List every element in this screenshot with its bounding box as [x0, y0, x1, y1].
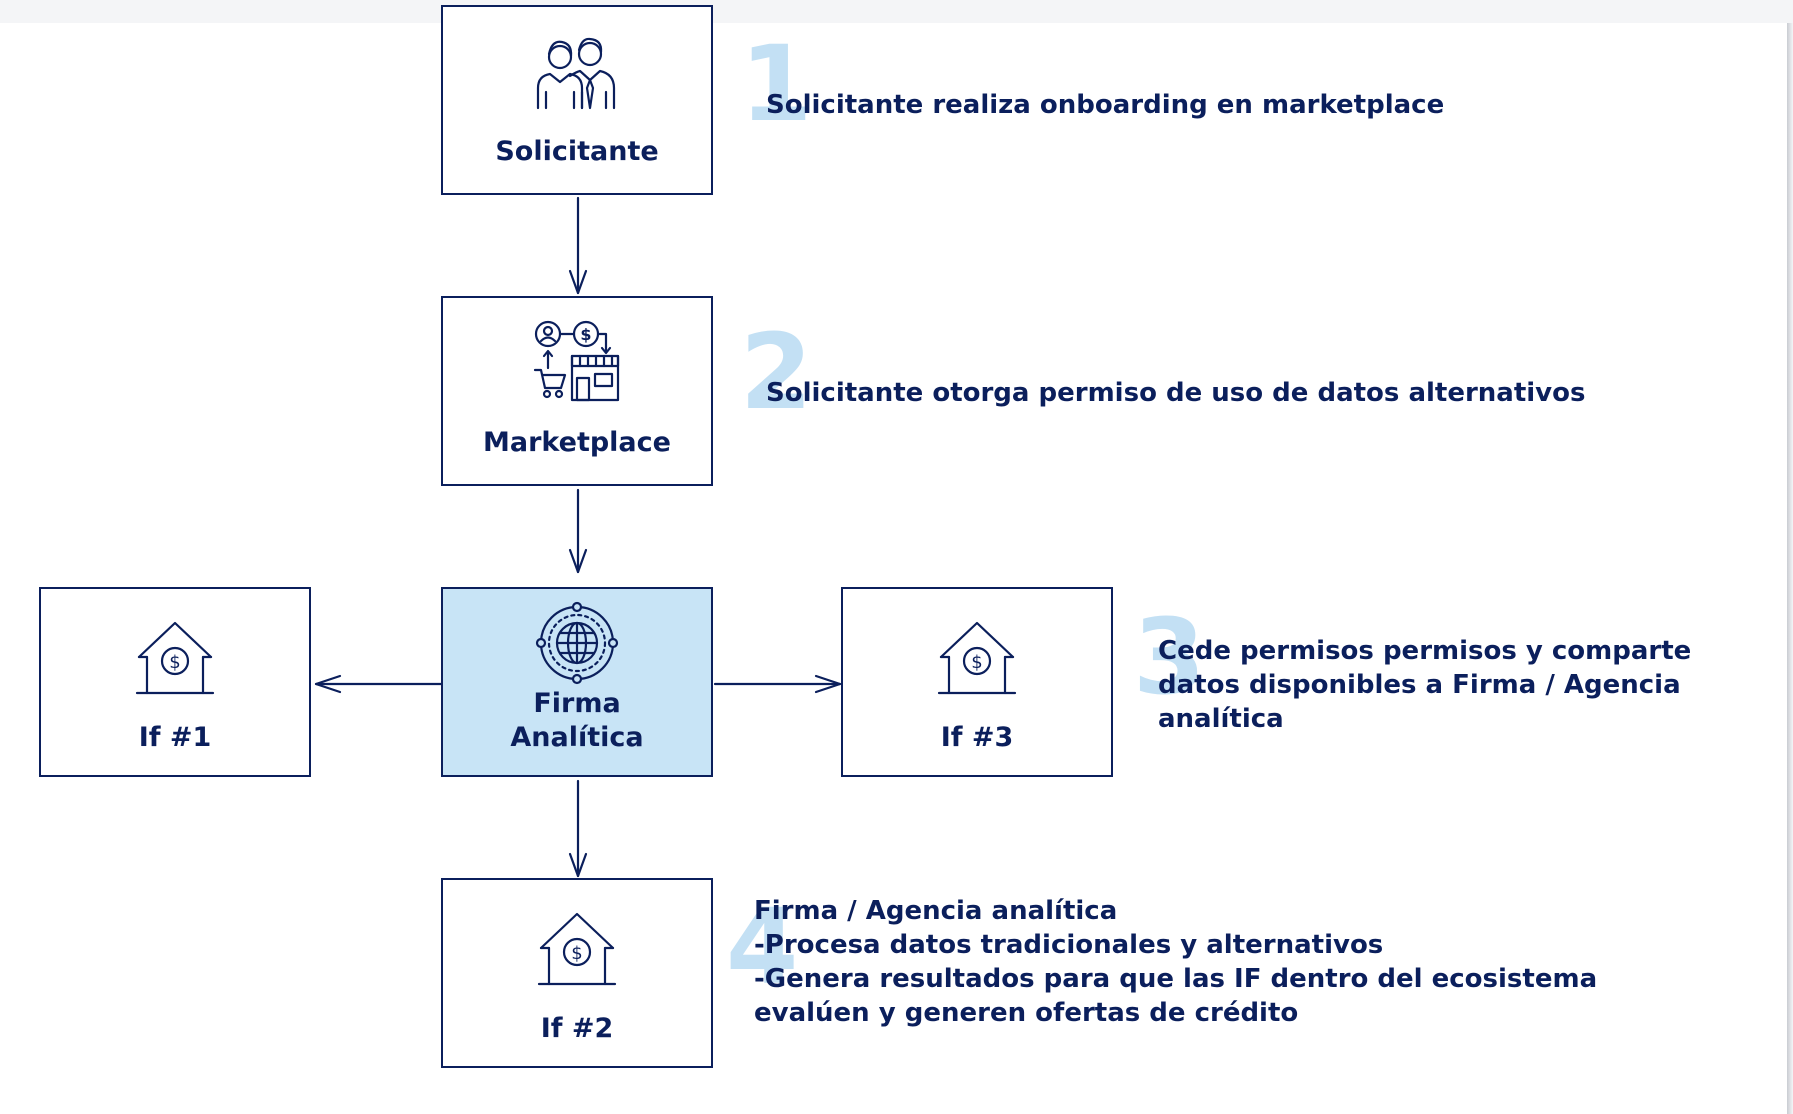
two-people-icon [536, 37, 616, 110]
node-marketplace: $ Marketplace [441, 296, 713, 486]
step-text: Firma / Agencia analítica -Procesa datos… [754, 896, 1598, 1028]
svg-text:$: $ [169, 652, 180, 673]
house-dollar-icon: $ [937, 621, 1017, 695]
node-label-marketplace: Marketplace [483, 427, 671, 458]
node-label-solicitante: Solicitante [495, 136, 659, 167]
step-text: Solicitante realiza onboarding en market… [766, 90, 1445, 120]
arrow-marketplace-to-firma [568, 488, 588, 574]
node-label-if-3: If #3 [940, 722, 1014, 753]
node-firma-analitica: Firma Analítica [441, 587, 713, 777]
globe-analytics-icon [535, 601, 619, 685]
arrow-solicitante-to-marketplace [568, 196, 588, 295]
step-number: 1 [740, 23, 813, 145]
node-label-if-2: If #2 [540, 1013, 614, 1044]
house-dollar-icon: $ [135, 621, 215, 695]
step-number: 3 [1133, 596, 1206, 718]
diagram-background [0, 23, 1787, 1114]
step-number: 2 [740, 311, 813, 433]
arrow-firma-to-if1 [314, 674, 443, 694]
house-dollar-icon: $ [537, 912, 617, 986]
svg-text:$: $ [571, 943, 582, 964]
step-number: 4 [726, 886, 799, 1008]
node-if-1: $ If #1 [39, 587, 311, 777]
node-if-3: $ If #3 [841, 587, 1113, 777]
arrow-firma-to-if2 [568, 779, 588, 878]
node-label-if-1: If #1 [138, 722, 212, 753]
step-text: Solicitante otorga permiso de uso de dat… [766, 378, 1586, 408]
node-solicitante: Solicitante [441, 5, 713, 195]
node-label-firma-analitica: Firma Analítica [510, 688, 644, 753]
marketplace-store-icon: $ [533, 320, 620, 402]
step-text: Cede permisos permisos y comparte datos … [1158, 636, 1692, 734]
page-edge-shadow [1787, 23, 1793, 1114]
arrow-firma-to-if3 [713, 674, 842, 694]
node-if-2: $ If #2 [441, 878, 713, 1068]
svg-text:$: $ [971, 652, 982, 673]
svg-text:$: $ [580, 325, 591, 344]
